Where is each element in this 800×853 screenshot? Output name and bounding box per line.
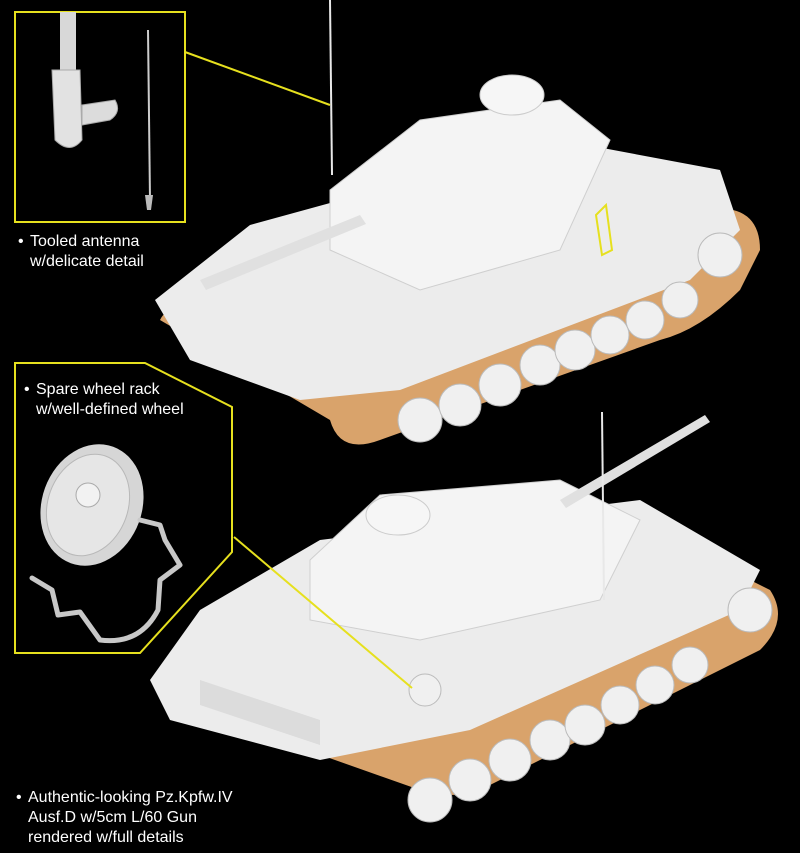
lower-tank-cupola xyxy=(365,494,431,536)
bullet: • xyxy=(16,789,22,806)
lower-tank-exhaust xyxy=(200,680,320,745)
spare-wheel-closeup xyxy=(29,444,183,644)
caption-line: Ausf.D w/5cm L/60 Gun xyxy=(28,809,197,826)
bullet: • xyxy=(18,233,24,250)
model-caption: • Authentic-looking Pz.Kpfw.IV Ausf.D w/… xyxy=(16,788,233,848)
lower-tank-render xyxy=(150,411,778,823)
upper-tank-gun xyxy=(200,215,366,290)
upper-tank-render xyxy=(155,0,760,445)
upper-tank-road-wheels xyxy=(397,232,743,443)
caption-line: w/delicate detail xyxy=(30,253,144,270)
caption-line: rendered w/full details xyxy=(28,829,184,846)
caption-line: Authentic-looking Pz.Kpfw.IV xyxy=(28,789,233,806)
lower-tank-gun xyxy=(560,415,710,508)
upper-tank-superstructure xyxy=(329,99,611,291)
upper-tank-antenna xyxy=(329,0,333,176)
spare-wheel-leader-line xyxy=(233,536,413,689)
caption-line: Spare wheel rack xyxy=(36,381,160,398)
caption-line: Tooled antenna xyxy=(30,233,140,250)
caption-line: w/well-defined wheel xyxy=(36,401,184,418)
lower-tank-road-wheels xyxy=(407,587,773,823)
upper-tank-spare-wheel-rack xyxy=(594,202,614,257)
antenna-caption: • Tooled antenna w/delicate detail xyxy=(18,232,144,272)
bullet: • xyxy=(24,381,30,398)
antenna-closeup xyxy=(51,12,153,210)
antenna-leader-line xyxy=(184,51,331,106)
lower-tank-antenna xyxy=(601,411,605,601)
spare-wheel-caption: • Spare wheel rack w/well-defined wheel xyxy=(24,380,184,420)
upper-tank-cupola xyxy=(479,74,545,116)
